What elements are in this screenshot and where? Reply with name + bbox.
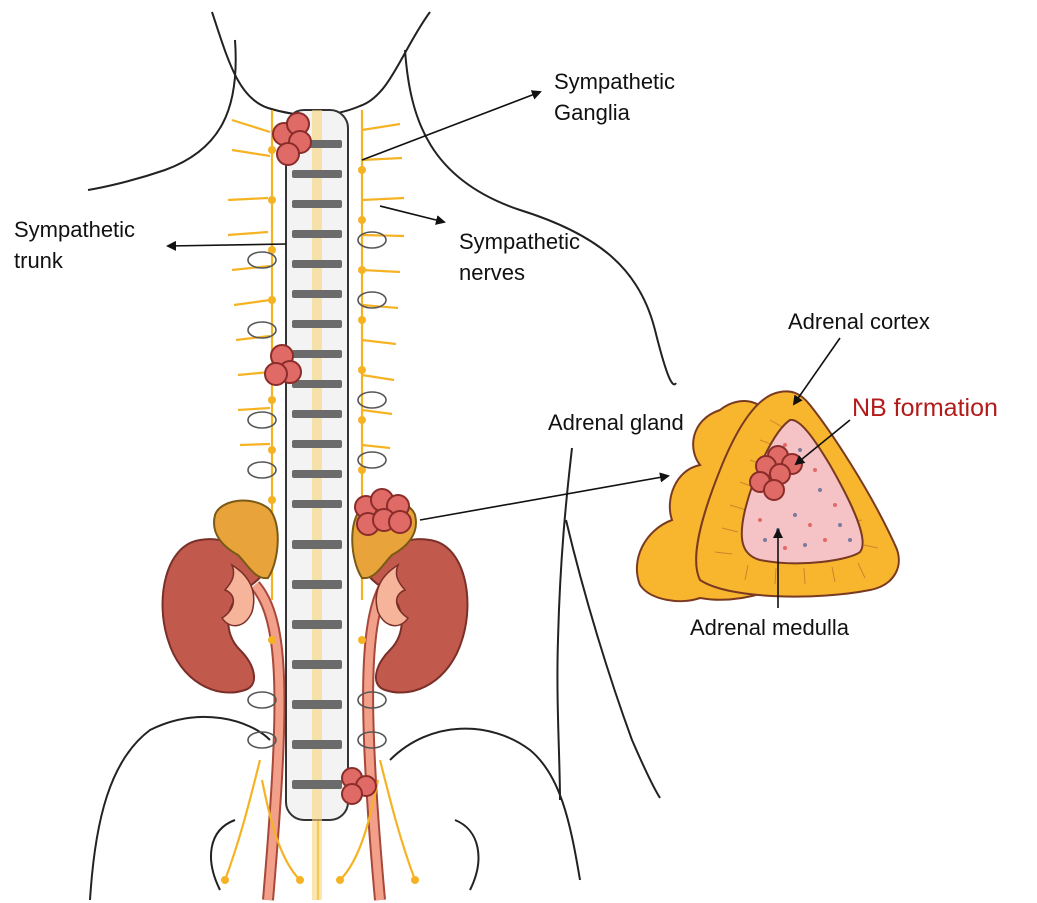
- label-sympathetic-trunk: Sympathetic trunk: [14, 214, 135, 276]
- hip-right-outline: [390, 729, 580, 880]
- label-sympathetic-ganglia-line2: Ganglia: [554, 97, 675, 128]
- label-sympathetic-nerves-line1: Sympathetic: [459, 226, 580, 257]
- spinal-column: [286, 110, 348, 900]
- label-adrenal-cortex: Adrenal cortex: [788, 306, 930, 337]
- label-sympathetic-ganglia: Sympathetic Ganglia: [554, 66, 675, 128]
- arm-inner-outline: [557, 448, 572, 800]
- arrow-nerves: [380, 206, 444, 222]
- arrow-adrenal-gland: [420, 476, 668, 520]
- label-adrenal-medulla: Adrenal medulla: [690, 612, 849, 643]
- label-sympathetic-trunk-line1: Sympathetic: [14, 214, 135, 245]
- hip-left-outline: [90, 717, 270, 900]
- tumor-cluster-adrenal: [355, 489, 411, 535]
- neck-left-outline: [88, 40, 236, 190]
- jaw-outline: [212, 12, 430, 115]
- label-nb-formation: NB formation: [852, 392, 998, 424]
- label-sympathetic-nerves: Sympathetic nerves: [459, 226, 580, 288]
- label-sympathetic-ganglia-line1: Sympathetic: [554, 66, 675, 97]
- label-adrenal-gland: Adrenal gland: [548, 407, 684, 438]
- arrow-trunk: [168, 244, 286, 246]
- label-sympathetic-nerves-line2: nerves: [459, 257, 580, 288]
- arrow-adrenal-cortex: [794, 338, 840, 404]
- pelvis-right-inner: [455, 820, 478, 890]
- label-sympathetic-trunk-line2: trunk: [14, 245, 135, 276]
